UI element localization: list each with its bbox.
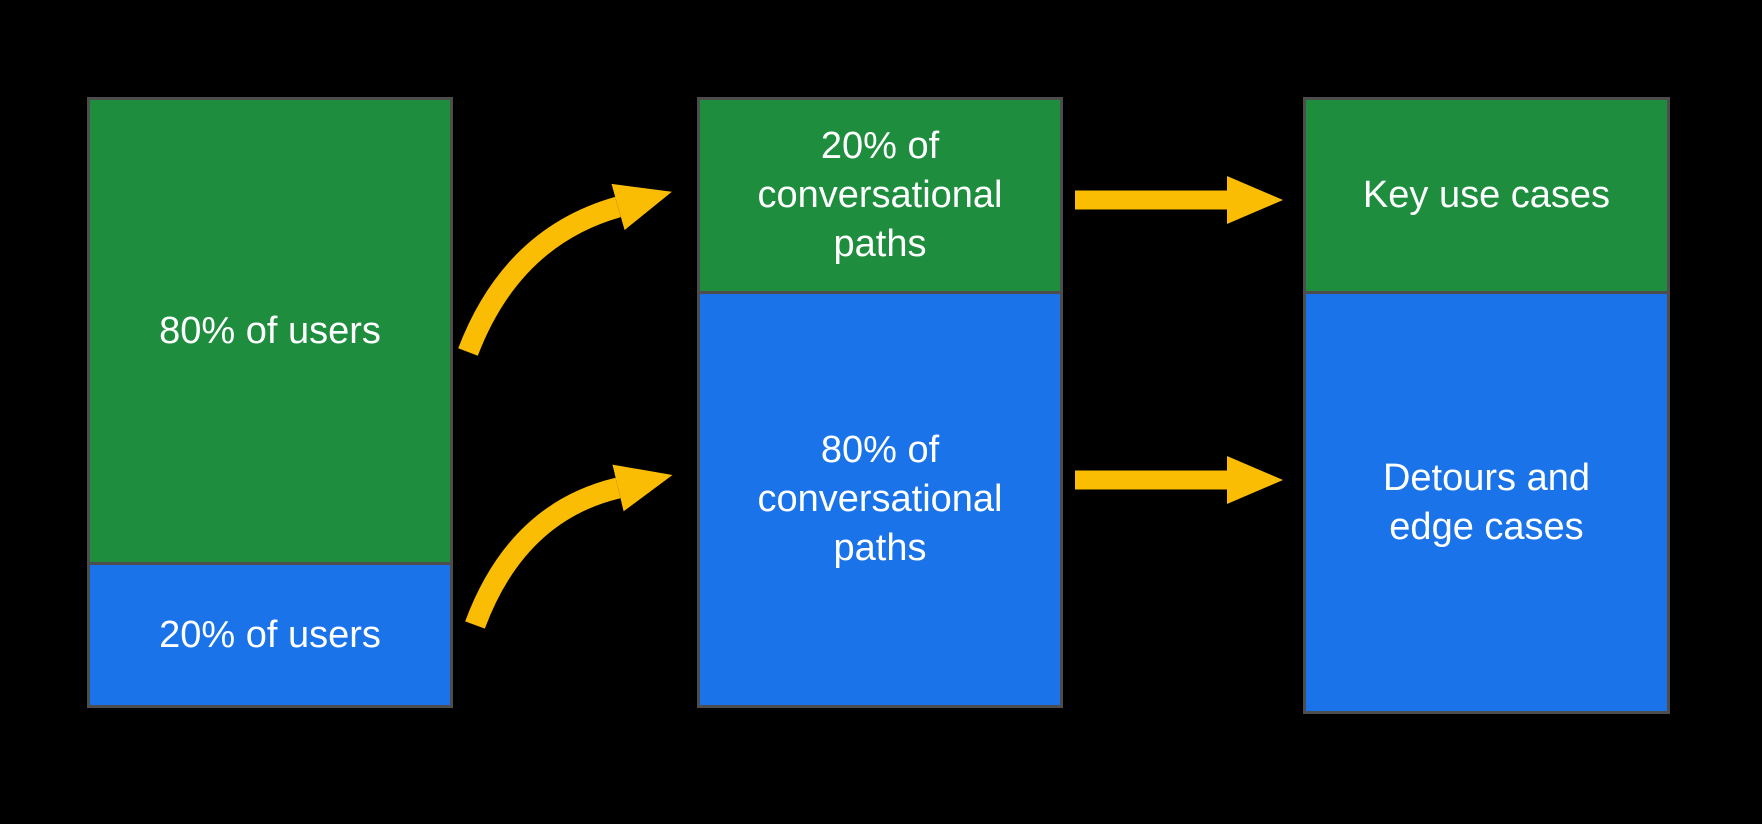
arrow-20users-to-80paths-icon [465,464,673,629]
arrow-80users-to-20paths-icon [458,183,672,356]
segment-paths-80: 80% of conversational paths [700,291,1060,705]
segment-paths-20-label: 20% of conversational paths [757,125,1003,265]
bar-use-cases: Key use cases Detours and edge cases [1303,97,1670,714]
bar-users: 80% of users 20% of users [87,97,453,708]
segment-key-use-cases-label: Key use cases [1362,174,1611,216]
segment-detours-edge-cases: Detours and edge cases [1306,291,1667,711]
segment-users-80: 80% of users [90,100,450,562]
segment-users-20: 20% of users [90,562,450,705]
segment-key-use-cases: Key use cases [1306,100,1667,291]
segment-detours-edge-cases-label: Detours and edge cases [1382,456,1590,548]
bar-conversational-paths: 20% of conversational paths 80% of conve… [697,97,1063,708]
segment-paths-20: 20% of conversational paths [700,100,1060,291]
segment-paths-80-label: 80% of conversational paths [757,429,1003,569]
segment-users-80-label: 80% of users [159,309,381,352]
segment-users-20-label: 20% of users [159,613,381,656]
